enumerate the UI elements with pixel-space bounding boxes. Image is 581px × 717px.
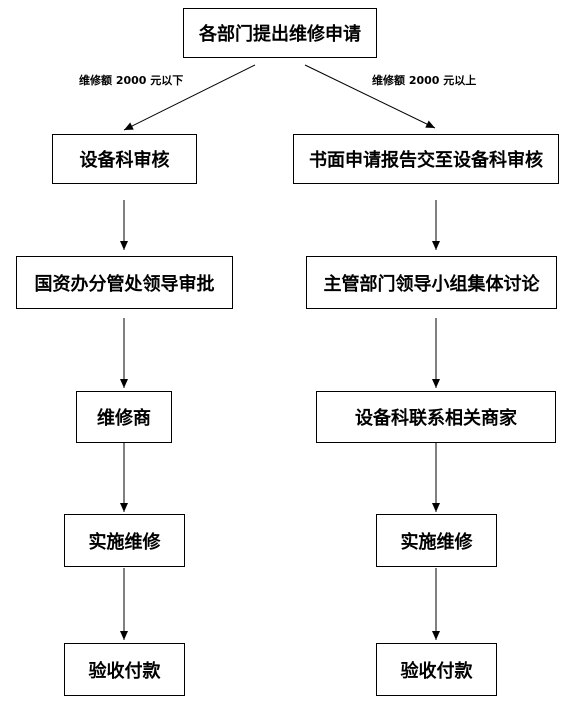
condition-label-under-2000: 维修额 2000 元以下 (79, 74, 184, 87)
right-box-perform-repair: 实施维修 (376, 514, 497, 567)
right-box-group-discussion: 主管部门领导小组集体讨论 (306, 256, 557, 309)
right-box-written-report: 书面申请报告交至设备科审核 (293, 134, 559, 184)
arrow-top-to-right (304, 64, 436, 129)
right-box-contact-vendors: 设备科联系相关商家 (316, 391, 556, 443)
condition-label-over-2000: 维修额 2000 元以上 (372, 74, 477, 87)
left-box-leader-approval: 国资办分管处领导审批 (16, 256, 233, 309)
left-box-acceptance-payment: 验收付款 (64, 643, 185, 696)
left-box-equipment-review: 设备科审核 (52, 134, 197, 184)
right-box-acceptance-payment: 验收付款 (376, 643, 497, 696)
left-box-perform-repair: 实施维修 (64, 514, 185, 567)
left-box-repair-vendor: 维修商 (76, 391, 172, 443)
arrow-top-to-left (123, 64, 256, 131)
top-box-submit-request: 各部门提出维修申请 (183, 8, 377, 58)
